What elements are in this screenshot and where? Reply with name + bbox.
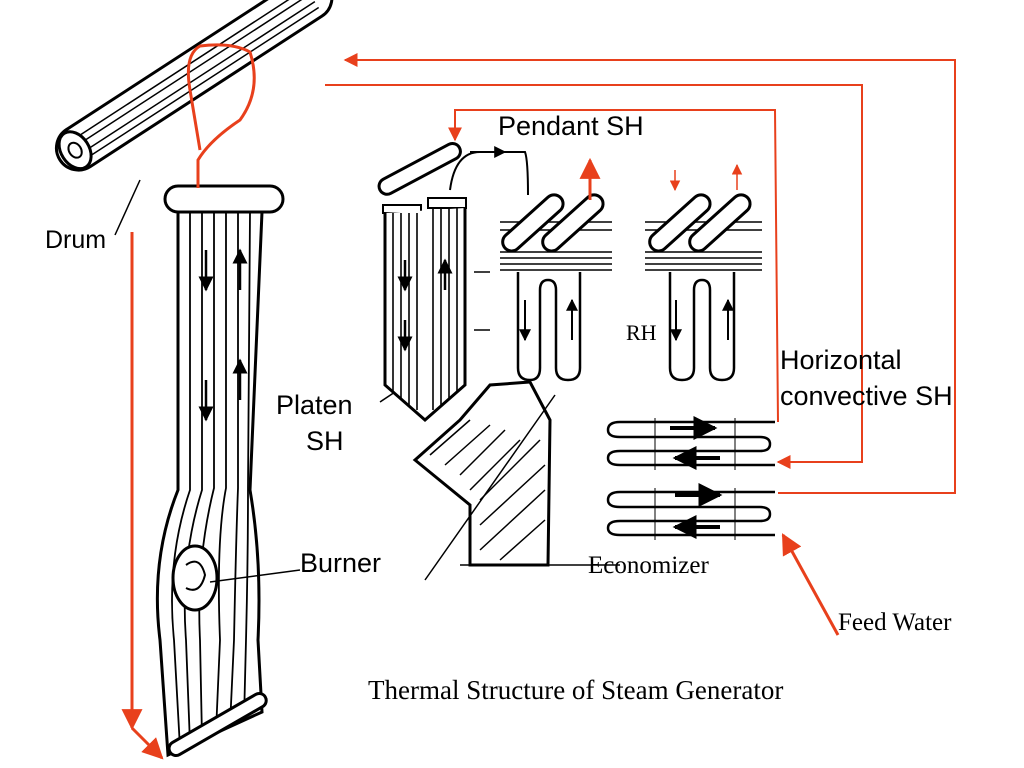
feed-water-label: Feed Water <box>838 609 952 636</box>
economizer <box>606 483 775 540</box>
horizontal-convective-sh-label-line2: convective SH <box>780 381 953 411</box>
horizontal-convective-sh-label-line1: Horizontal <box>780 345 902 375</box>
drum <box>54 0 334 236</box>
flow-lines <box>121 43 956 760</box>
pendant-sh-label: Pendant SH <box>498 111 644 141</box>
horizontal-convective-superheater <box>606 416 775 470</box>
burner-label: Burner <box>300 548 382 578</box>
furnace-nose <box>412 380 620 581</box>
economizer-label: Economizer <box>588 552 709 579</box>
platen-sh-label-line1: Platen <box>276 390 353 420</box>
pendant-superheater <box>500 193 612 382</box>
reheater <box>645 163 762 382</box>
furnace-waterwall <box>155 184 301 758</box>
platen-sh-label-line2: SH <box>306 426 344 456</box>
drum-label: Drum <box>45 226 107 254</box>
diagram-caption: Thermal Structure of Steam Generator <box>368 675 784 705</box>
platen-superheater <box>377 142 529 422</box>
rh-label: RH <box>626 320 657 345</box>
